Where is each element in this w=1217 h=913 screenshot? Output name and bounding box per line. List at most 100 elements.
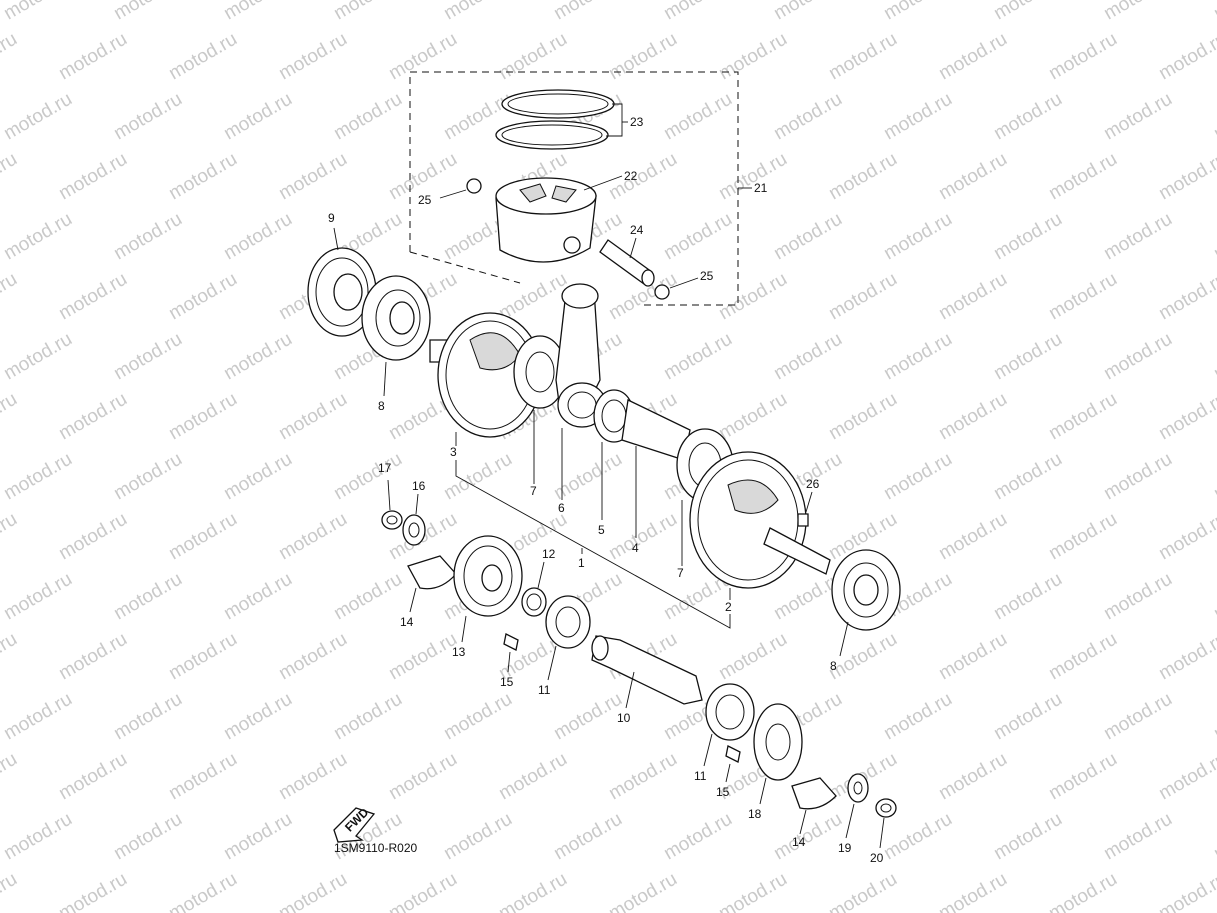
watermark-text: motod.ru bbox=[605, 509, 680, 565]
watermark-text: motod.ru bbox=[770, 89, 845, 145]
watermark-text: motod.ru bbox=[1045, 389, 1120, 445]
balancer-plate-18 bbox=[753, 703, 803, 805]
watermark-text: motod.ru bbox=[55, 869, 130, 913]
right-bearing bbox=[831, 549, 901, 657]
callout-15b: 15 bbox=[716, 785, 730, 799]
watermark-text: motod.ru bbox=[385, 749, 460, 805]
watermark-text: motod.ru bbox=[1210, 689, 1217, 745]
watermark-text: motod.ru bbox=[715, 869, 790, 913]
watermark-text: motod.ru bbox=[0, 269, 21, 325]
watermark-text: motod.ru bbox=[110, 689, 185, 745]
watermark-text: motod.ru bbox=[1045, 629, 1120, 685]
watermark-text: motod.ru bbox=[880, 209, 955, 265]
watermark-text: motod.ru bbox=[935, 749, 1010, 805]
bearing-11-left bbox=[545, 595, 591, 681]
watermark-text: motod.ru bbox=[0, 149, 21, 205]
watermark-text: motod.ru bbox=[0, 809, 75, 865]
callout-11a: 11 bbox=[538, 683, 551, 697]
callout-13: 13 bbox=[452, 645, 466, 659]
watermark-text: motod.ru bbox=[1045, 269, 1120, 325]
left-crank-web bbox=[429, 312, 543, 446]
watermark-text: motod.ru bbox=[1100, 0, 1175, 24]
watermark-text: motod.ru bbox=[440, 809, 515, 865]
watermark-text: motod.ru bbox=[550, 0, 625, 24]
watermark-text: motod.ru bbox=[880, 689, 955, 745]
watermark-text: motod.ru bbox=[275, 149, 350, 205]
callout-1: 1 bbox=[578, 556, 585, 570]
watermark-text: motod.ru bbox=[935, 269, 1010, 325]
watermark-text: motod.ru bbox=[220, 209, 295, 265]
watermark-text: motod.ru bbox=[715, 629, 790, 685]
watermark-text: motod.ru bbox=[55, 749, 130, 805]
callout-23: 23 bbox=[630, 115, 644, 129]
callout-6: 6 bbox=[558, 501, 565, 515]
watermark-text: motod.ru bbox=[1100, 689, 1175, 745]
callout-9: 9 bbox=[328, 211, 335, 225]
bearing-11-right bbox=[703, 683, 755, 767]
watermark-text: motod.ru bbox=[825, 869, 900, 913]
callout-17: 17 bbox=[378, 461, 392, 475]
watermark-text: motod.ru bbox=[55, 389, 130, 445]
watermark-text: motod.ru bbox=[1100, 449, 1175, 505]
watermark-text: motod.ru bbox=[275, 389, 350, 445]
watermark-text: motod.ru bbox=[220, 569, 295, 625]
watermark-text: motod.ru bbox=[990, 689, 1065, 745]
watermark-text: motod.ru bbox=[385, 29, 460, 85]
callout-25b: 25 bbox=[700, 269, 714, 283]
watermark-text: motod.ru bbox=[715, 29, 790, 85]
left-bearing bbox=[361, 275, 431, 397]
watermark-text: motod.ru bbox=[220, 809, 295, 865]
watermark-text: motod.ru bbox=[990, 329, 1065, 385]
nut-20 bbox=[875, 798, 897, 849]
watermark-text: motod.ru bbox=[1155, 629, 1217, 685]
watermark-text: motod.ru bbox=[935, 629, 1010, 685]
watermark-text: motod.ru bbox=[165, 389, 240, 445]
watermark-text: motod.ru bbox=[1045, 509, 1120, 565]
watermark-text: motod.ru bbox=[1155, 269, 1217, 325]
watermark-text: motod.ru bbox=[1100, 329, 1175, 385]
watermark-text: motod.ru bbox=[1155, 29, 1217, 85]
watermark-text: motod.ru bbox=[0, 749, 21, 805]
watermark-text: motod.ru bbox=[715, 149, 790, 205]
watermark-text: motod.ru bbox=[330, 689, 405, 745]
watermark-text: motod.ru bbox=[440, 689, 515, 745]
watermark-text: motod.ru bbox=[880, 329, 955, 385]
balancer-weight-14-right bbox=[791, 777, 837, 835]
watermark-text: motod.ru bbox=[770, 329, 845, 385]
crank-assembly-bracket bbox=[455, 460, 731, 629]
watermark-text: motod.ru bbox=[220, 329, 295, 385]
watermark-text: motod.ru bbox=[825, 149, 900, 205]
watermark-text: motod.ru bbox=[0, 509, 21, 565]
watermark-text: motod.ru bbox=[1100, 809, 1175, 865]
callout-18: 18 bbox=[748, 807, 762, 821]
watermark-text: motod.ru bbox=[1100, 209, 1175, 265]
watermark-text: motod.ru bbox=[605, 749, 680, 805]
callout-19: 19 bbox=[838, 841, 852, 855]
callout-4: 4 bbox=[632, 541, 639, 555]
watermark-text: motod.ru bbox=[990, 0, 1065, 24]
watermark-text: motod.ru bbox=[275, 629, 350, 685]
watermark-text: motod.ru bbox=[440, 0, 515, 24]
watermark-text: motod.ru bbox=[990, 569, 1065, 625]
watermark-text: motod.ru bbox=[935, 389, 1010, 445]
watermark-text: motod.ru bbox=[1100, 569, 1175, 625]
watermark-text: motod.ru bbox=[935, 509, 1010, 565]
watermark-text: motod.ru bbox=[165, 869, 240, 913]
watermark-text: motod.ru bbox=[110, 329, 185, 385]
watermark-text: motod.ru bbox=[935, 29, 1010, 85]
callout-8b: 8 bbox=[830, 659, 837, 673]
callout-20: 20 bbox=[870, 851, 884, 865]
watermark-text: motod.ru bbox=[110, 89, 185, 145]
callout-26: 26 bbox=[806, 477, 820, 491]
watermark-text: motod.ru bbox=[0, 869, 21, 913]
watermark-text: motod.ru bbox=[55, 29, 130, 85]
watermark-text: motod.ru bbox=[770, 809, 845, 865]
watermark-text: motod.ru bbox=[330, 569, 405, 625]
watermark-text: motod.ru bbox=[660, 809, 735, 865]
watermark-text: motod.ru bbox=[0, 209, 75, 265]
callout-14a: 14 bbox=[400, 615, 414, 629]
watermark-text: motod.ru bbox=[330, 0, 405, 24]
watermark-text: motod.ru bbox=[110, 809, 185, 865]
